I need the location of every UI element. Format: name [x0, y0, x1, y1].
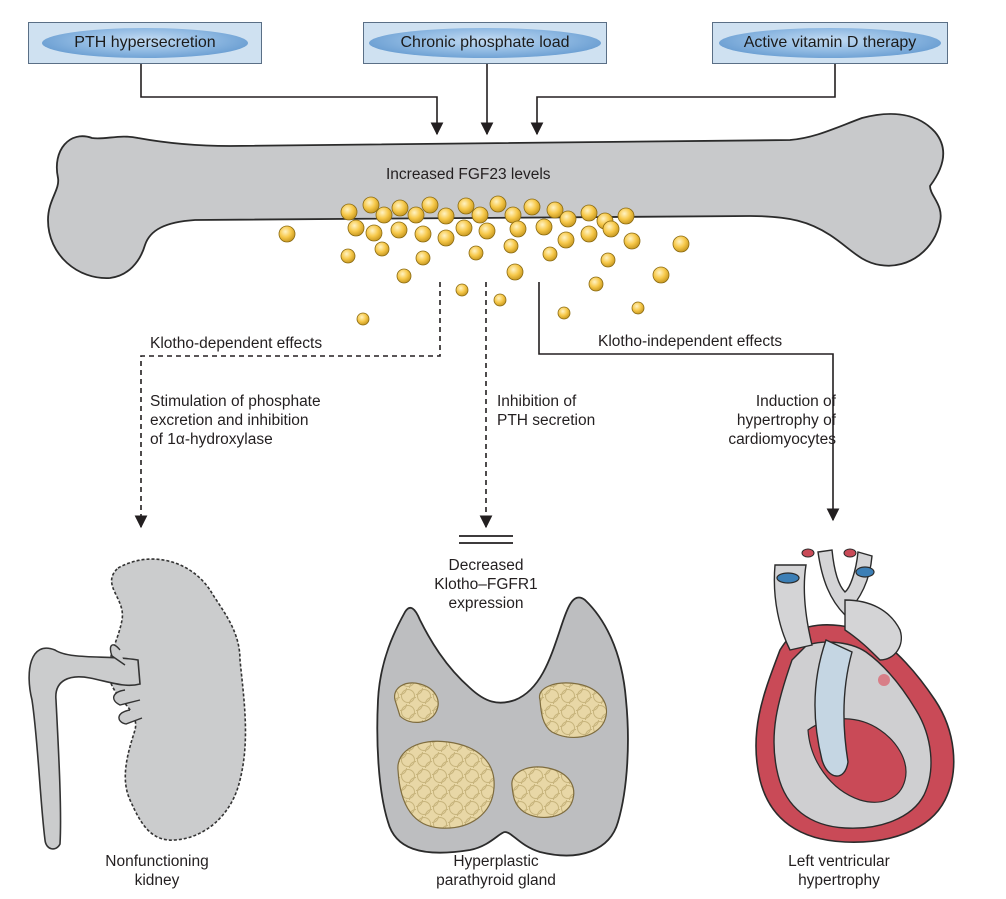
- klotho-expression-label: Decreased Klotho–FGFR1 expression: [434, 557, 538, 612]
- heart-mechanism-label: Induction of hypertrophy of cardiomyocyt…: [728, 393, 836, 448]
- fgf23-label: Increased FGF23 levels: [386, 166, 551, 183]
- cause-label-vitd: Active vitamin D therapy: [719, 28, 941, 58]
- cause-box-vitd: Active vitamin D therapy: [712, 22, 948, 64]
- cause-arrows: [140, 64, 836, 136]
- inhibition-bar: [459, 535, 513, 544]
- cause-label-pth: PTH hypersecretion: [42, 28, 248, 58]
- pth-mechanism-label: Inhibition of PTH secretion: [497, 393, 596, 429]
- cause-box-phosphate: Chronic phosphate load: [363, 22, 607, 64]
- parathyroid-outcome-label: Hyperplastic parathyroid gland: [436, 853, 556, 889]
- effect-arrows: [134, 282, 840, 529]
- heart-outcome-label: Left ventricular hypertrophy: [788, 853, 890, 889]
- kidney-mechanism-label: Stimulation of phosphate excretion and i…: [150, 393, 321, 448]
- klotho-independent-label: Klotho-independent effects: [598, 333, 783, 350]
- parathyroid-illustration: [376, 596, 629, 857]
- fgf23-particles: [278, 195, 690, 326]
- cause-box-pth: PTH hypersecretion: [28, 22, 262, 64]
- kidney-outcome-label: Nonfunctioning kidney: [105, 853, 209, 889]
- klotho-dependent-label: Klotho-dependent effects: [150, 335, 323, 352]
- cause-label-phosphate: Chronic phosphate load: [369, 28, 601, 58]
- heart-illustration: [755, 548, 955, 843]
- kidney-illustration: [28, 558, 247, 850]
